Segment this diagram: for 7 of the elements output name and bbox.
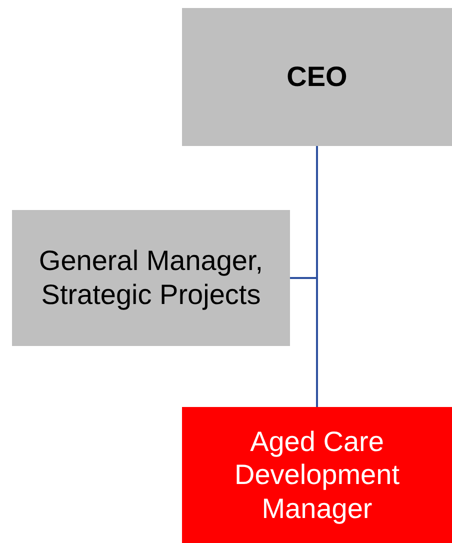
box-label: General Manager, Strategic Projects bbox=[38, 244, 264, 312]
org-box bbox=[182, 407, 452, 543]
connector-line bbox=[290, 146, 318, 279]
box-label: CEO bbox=[286, 60, 348, 94]
org-box bbox=[182, 8, 452, 146]
org-box bbox=[12, 210, 290, 346]
box-label: Aged Care Development Manager bbox=[234, 424, 400, 526]
